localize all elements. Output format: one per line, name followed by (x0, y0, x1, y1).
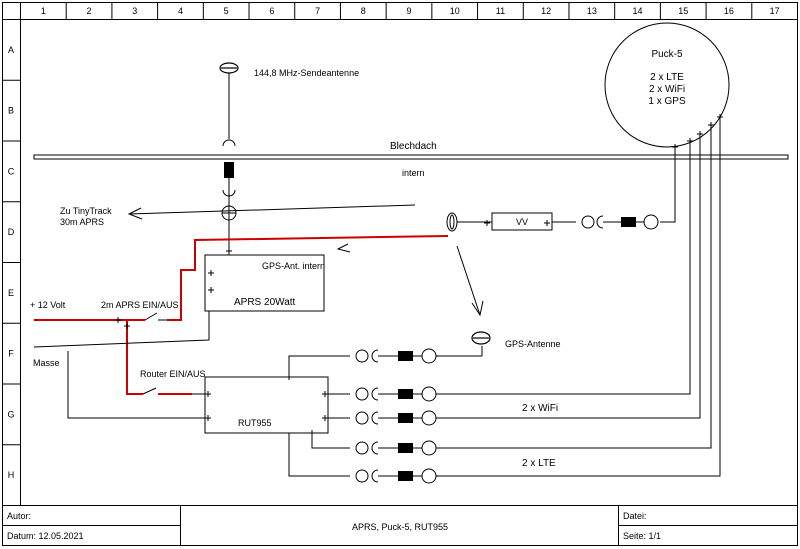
column-label: 14 (633, 6, 643, 16)
column-label: 2 (87, 6, 92, 16)
column-label: 4 (178, 6, 183, 16)
column-label: 3 (132, 6, 137, 16)
column-label: 9 (406, 6, 411, 16)
filter-block (398, 443, 413, 453)
vv-filter (621, 217, 636, 227)
date-label: Datum: 12.05.2021 (7, 531, 84, 541)
router-switch-label: Router EIN/AUS (140, 369, 206, 379)
column-label: 5 (224, 6, 229, 16)
filter-block (398, 351, 413, 361)
filter-block (398, 389, 413, 399)
connector-rows (355, 348, 437, 484)
file-label: Datei: (623, 511, 647, 521)
column-label: 10 (450, 6, 460, 16)
tinytrack-label-2: 30m APRS (60, 217, 104, 227)
gps-vv-chain (446, 212, 659, 232)
gps-antenna-label: GPS-Antenne (505, 339, 561, 349)
drawing-title: APRS, Puck-5, RUT955 (352, 522, 448, 532)
aprs-switch-label: 2m APRS EIN/AUS (101, 300, 179, 310)
vv-marks (484, 220, 550, 226)
column-label: 16 (724, 6, 734, 16)
vv-amplifier (491, 212, 553, 231)
aprs-switch-wiring (34, 312, 205, 395)
tinytrack-arrow (127, 204, 416, 220)
title-block (2, 505, 798, 546)
row-label: D (8, 227, 15, 237)
puck-wifi: 2 x WiFi (649, 84, 685, 95)
send-antenna-feed (221, 73, 237, 255)
coax-plug (421, 440, 437, 456)
row-label: F (8, 349, 14, 359)
rut955-label: RUT955 (238, 418, 272, 428)
aprs-power-line (167, 235, 449, 321)
intern-arrows (336, 243, 484, 317)
gps-antenna-icon (471, 331, 491, 345)
ground-wiring (33, 311, 210, 419)
row-label: A (8, 45, 14, 55)
masse-label: Masse (33, 358, 60, 368)
rut955-box (204, 376, 329, 434)
row-label: B (8, 106, 14, 116)
row-label: E (8, 288, 14, 298)
page-label: Seite: 1/1 (623, 531, 661, 541)
row-label: H (8, 470, 15, 480)
column-label: 12 (541, 6, 551, 16)
puck-gps: 1 x GPS (648, 96, 686, 107)
row-label: G (7, 409, 14, 419)
intern-label: intern (402, 168, 425, 178)
send-antenna-label: 144,8 MHz-Sendeantenne (254, 68, 359, 78)
coax-plug (421, 468, 437, 484)
aprs-radio-box (204, 254, 325, 312)
coax-plug (355, 441, 369, 455)
coax-socket (371, 387, 379, 401)
vv-label: VV (516, 217, 528, 227)
tinytrack-label-1: Zu TinyTrack (60, 206, 112, 216)
coax-plug (355, 387, 369, 401)
coax-plug (421, 348, 437, 364)
coax-plug (355, 469, 369, 483)
filter-block (398, 413, 413, 423)
row-grid: A B C D E F G H (2, 45, 21, 480)
lte-group-label: 2 x LTE (522, 458, 556, 469)
column-label: 6 (269, 6, 274, 16)
gps-ant-intern-label: GPS-Ant. intern (262, 261, 325, 271)
aprs-box-label: APRS 20Watt (234, 297, 296, 308)
coax-plug (355, 349, 369, 363)
plus12v-label: + 12 Volt (30, 300, 66, 310)
puck-antenna (604, 22, 730, 148)
coax-plug (421, 386, 437, 402)
coax-socket (371, 411, 379, 425)
roof-feedthrough (224, 162, 234, 178)
roof-bar (33, 154, 789, 160)
row-label: C (8, 166, 15, 176)
column-label: 8 (361, 6, 366, 16)
coax-socket (371, 349, 379, 363)
coax-plug (355, 411, 369, 425)
author-label: Autor: (7, 511, 31, 521)
column-label: 7 (315, 6, 320, 16)
coax-socket (371, 469, 379, 483)
column-label: 17 (770, 6, 780, 16)
roof-label: Blechdach (390, 141, 437, 152)
puck-cables (420, 118, 721, 477)
puck-lte: 2 x LTE (650, 72, 684, 83)
rut-antenna-cables (288, 346, 483, 477)
column-label: 11 (496, 6, 505, 16)
coax-plug (421, 410, 437, 426)
filter-block (398, 471, 413, 481)
coax-socket (371, 441, 379, 455)
column-label: 15 (678, 6, 688, 16)
column-label: 13 (587, 6, 597, 16)
switch-marks (115, 317, 130, 329)
aprs-box-marks (208, 248, 232, 293)
wifi-group-label: 2 x WiFi (522, 403, 558, 414)
column-label: 1 (41, 6, 46, 16)
puck-connector-marks (672, 114, 723, 150)
puck-title: Puck-5 (651, 49, 683, 60)
